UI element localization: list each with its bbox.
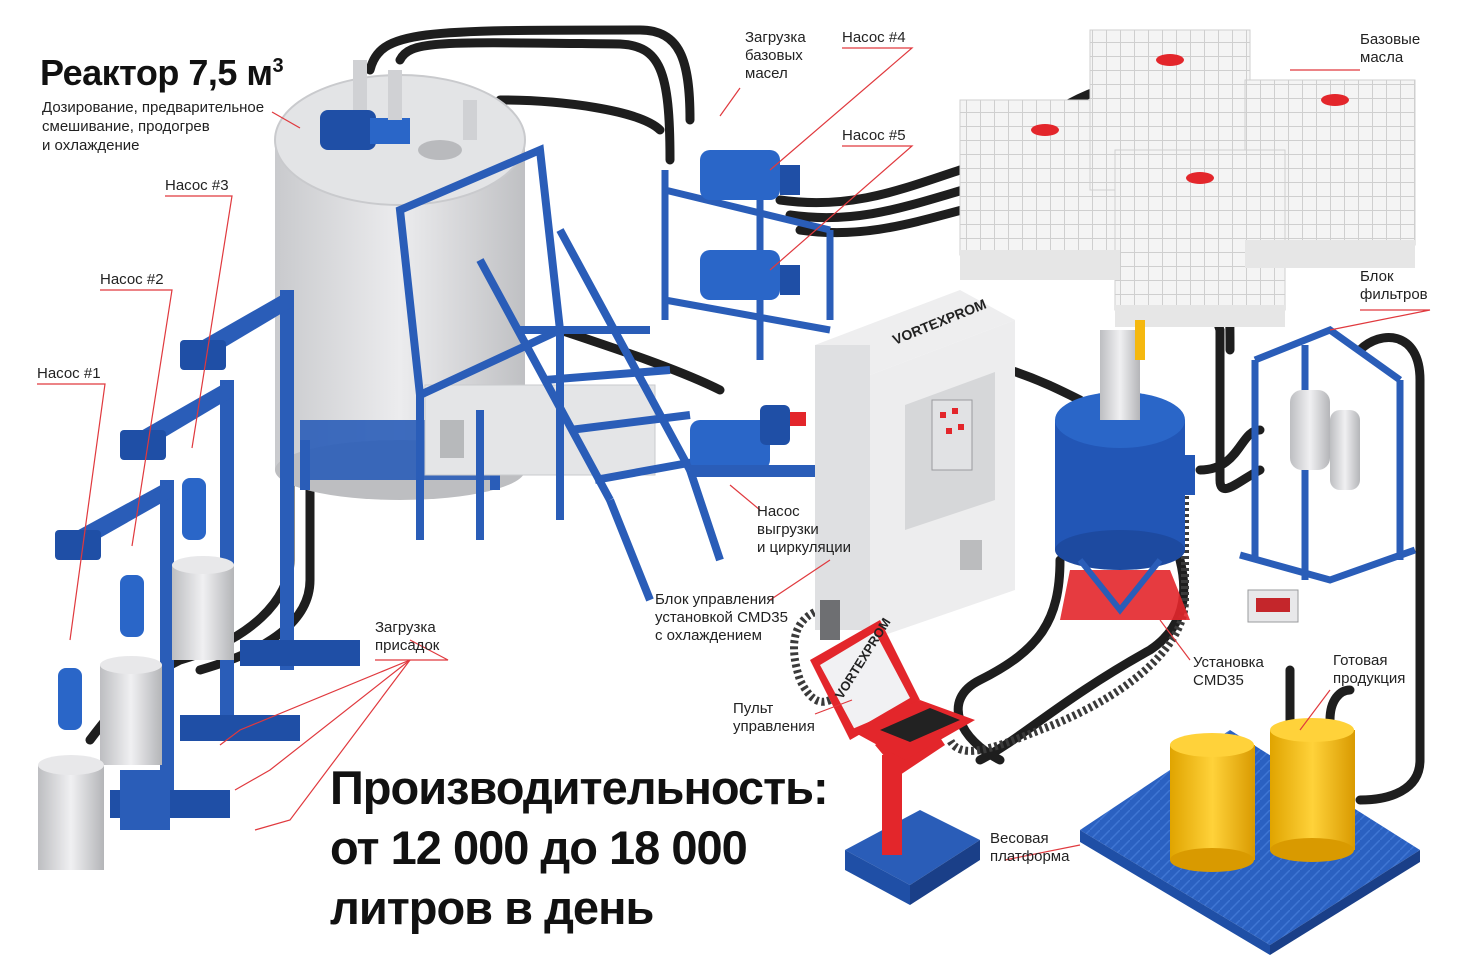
callout-line: фильтров bbox=[1360, 286, 1428, 303]
callout-line: управления bbox=[733, 718, 815, 735]
reactor-description-line: смешивание, продогрев bbox=[42, 118, 210, 135]
callout-control-panel: Пульт управления bbox=[733, 700, 815, 736]
callout-line: платформа bbox=[990, 848, 1070, 865]
callout-line: и циркуляции bbox=[757, 539, 851, 556]
ibc-containers bbox=[959, 29, 1416, 327]
callout-line: Насос #1 bbox=[37, 365, 101, 382]
callout-line: Насос #5 bbox=[842, 127, 906, 144]
callout-finished-product: Готовая продукция bbox=[1333, 652, 1405, 688]
page-title: Реактор 7,5 м3 bbox=[40, 52, 284, 94]
callout-line: базовых bbox=[745, 47, 803, 64]
callout-additive-loading: Загрузка присадок bbox=[375, 619, 439, 655]
additive-drums bbox=[38, 556, 234, 870]
callout-unload-pump: Насос выгрузки и циркуляции bbox=[757, 503, 851, 557]
callout-cmd35: Установка CMD35 bbox=[1193, 654, 1264, 690]
callout-line: Насос #3 bbox=[165, 177, 229, 194]
filter-block bbox=[1239, 326, 1417, 584]
reactor-description-line: и охлаждение bbox=[42, 137, 140, 154]
callout-pump-3: Насос #3 bbox=[165, 177, 229, 195]
callout-line: с охлаждением bbox=[655, 627, 762, 644]
callout-line: Пульт bbox=[733, 700, 774, 717]
callout-filter-block: Блок фильтров bbox=[1360, 268, 1428, 304]
callout-line: Блок управления bbox=[655, 591, 775, 608]
finished-drums bbox=[1170, 718, 1355, 872]
callout-line: Установка bbox=[1193, 654, 1264, 671]
service-platform bbox=[395, 144, 724, 602]
capacity-headline: Производительность: от 12 000 до 18 000 … bbox=[330, 758, 829, 938]
callout-pump-2: Насос #2 bbox=[100, 271, 164, 289]
callout-line: Насос #2 bbox=[100, 271, 164, 288]
callout-line: Загрузка bbox=[745, 29, 806, 46]
callout-line: установкой CMD35 bbox=[655, 609, 788, 626]
scale-display bbox=[1247, 589, 1299, 623]
capacity-headline-line: Производительность: bbox=[330, 761, 829, 814]
callout-line: Базовые bbox=[1360, 31, 1421, 48]
cmd35-unit bbox=[1055, 320, 1195, 620]
unload-circulation-pump bbox=[690, 405, 820, 477]
pump-rack bbox=[661, 150, 834, 360]
callout-line: Готовая bbox=[1333, 652, 1388, 669]
capacity-headline-line: от 12 000 до 18 000 bbox=[330, 821, 748, 874]
callout-line: CMD35 bbox=[1193, 672, 1244, 689]
callout-line: Блок bbox=[1360, 268, 1394, 285]
callout-line: выгрузки bbox=[757, 521, 819, 538]
control-cabinet bbox=[815, 290, 1015, 640]
callout-base-oils: Базовые масла bbox=[1360, 31, 1420, 67]
callout-pump-1: Насос #1 bbox=[37, 365, 101, 383]
control-console bbox=[810, 620, 980, 905]
reactor-description: Дозирование, предварительное смешивание,… bbox=[42, 98, 264, 155]
callout-line: масел bbox=[745, 65, 788, 82]
callout-line: Насос #4 bbox=[842, 29, 906, 46]
callout-line: Загрузка bbox=[375, 619, 436, 636]
callout-lines bbox=[37, 47, 1431, 861]
callout-pump-5: Насос #5 bbox=[842, 127, 906, 145]
callout-line: Насос bbox=[757, 503, 800, 520]
additive-pump-motors bbox=[58, 478, 206, 730]
callout-pump-4: Насос #4 bbox=[842, 29, 906, 47]
reactor-description-line: Дозирование, предварительное bbox=[42, 99, 265, 116]
capacity-headline-line: литров в день bbox=[330, 881, 654, 934]
flex-hose bbox=[790, 490, 1189, 755]
callout-line: продукция bbox=[1333, 670, 1406, 687]
callout-line: присадок bbox=[375, 637, 440, 654]
callout-control-block: Блок управления установкой CMD35 с охлаж… bbox=[655, 591, 788, 645]
callout-line: Весовая bbox=[990, 830, 1049, 847]
page-title-text: Реактор 7,5 м bbox=[40, 52, 273, 93]
additive-stand-1 bbox=[55, 480, 230, 830]
callout-line: масла bbox=[1360, 49, 1404, 66]
callout-base-oil-loading: Загрузка базовых масел bbox=[745, 29, 806, 83]
callout-scale-platform: Весовая платформа bbox=[990, 830, 1069, 866]
additive-stand-3 bbox=[180, 290, 360, 670]
page-title-superscript: 3 bbox=[272, 55, 284, 77]
